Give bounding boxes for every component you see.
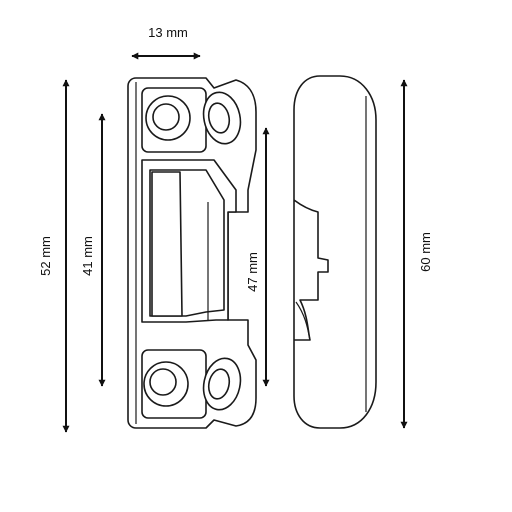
- bottom-right-screw-hole-inner: [207, 368, 231, 400]
- side-view: [293, 75, 377, 429]
- dim-label-width-top: 13 mm: [148, 25, 188, 40]
- dimensions: 13 mm 52 mm 41 mm 47 mm 60 mm: [38, 25, 433, 433]
- dim-label-height-60: 60 mm: [418, 232, 433, 272]
- top-left-screw-hole-inner: [152, 103, 180, 131]
- center-slot: [151, 171, 183, 317]
- dim-label-height-52: 52 mm: [38, 236, 53, 276]
- dim-label-height-41: 41 mm: [80, 236, 95, 276]
- side-view-notch: [295, 301, 311, 341]
- top-right-screw-hole-inner: [207, 102, 231, 134]
- bottom-left-screw-hole-inner: [149, 368, 177, 396]
- side-view-outline: [293, 75, 377, 429]
- front-view: [127, 77, 257, 429]
- dim-label-height-47: 47 mm: [245, 252, 260, 292]
